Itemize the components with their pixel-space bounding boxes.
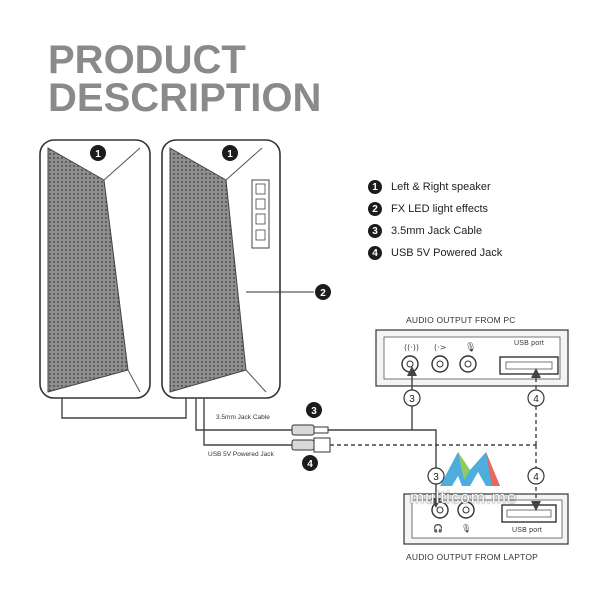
legend: 1 Left & Right speaker 2 FX LED light ef… [368,176,502,264]
svg-text:1: 1 [227,149,233,160]
legend-text: FX LED light effects [391,203,489,215]
legend-item: 2 FX LED light effects [368,198,502,220]
title-line-2: DESCRIPTION [48,76,322,120]
watermark-logo-mark [440,452,500,486]
svg-text:(·>: (·> [434,343,446,352]
callout-speaker-right: 1 [222,145,238,161]
svg-text:3: 3 [409,394,415,405]
usb-plug [291,437,331,453]
callout-led: 2 [315,284,331,300]
laptop-usb-label: USB port [512,527,542,534]
jack-cable-label: 3.5mm Jack Cable [216,414,270,421]
jack-plug [291,424,342,436]
svg-text:4: 4 [533,472,539,483]
pc-label: AUDIO OUTPUT FROM PC [406,315,516,325]
legend-item: 3 3.5mm Jack Cable [368,220,502,242]
legend-text: 3.5mm Jack Cable [391,225,483,237]
svg-text:🎙: 🎙 [461,524,471,533]
legend-item: 1 Left & Right speaker [368,176,502,198]
svg-text:4: 4 [533,394,539,405]
callout-pc-usb: 4 [527,389,545,407]
usb-cable-label: USB 5V Powered Jack [208,451,274,458]
callout-speaker-left: 1 [90,145,106,161]
legend-text: Left & Right speaker [391,181,491,193]
svg-text:((·)): ((·)) [404,343,419,352]
callout-usb: 4 [302,455,318,471]
svg-text:2: 2 [320,288,326,299]
svg-text:3: 3 [433,472,439,483]
svg-text:4: 4 [307,459,313,470]
legend-number: 1 [368,180,382,194]
watermark-text: multicom.me [410,488,518,507]
callout-laptop-jack: 3 [427,467,445,485]
pc-usb-label: USB port [514,340,544,347]
legend-number: 4 [368,246,382,260]
right-speaker [161,139,281,399]
laptop-label: AUDIO OUTPUT FROM LAPTOP [406,552,539,562]
legend-text: USB 5V Powered Jack [391,247,503,259]
svg-text:3: 3 [311,406,317,417]
callout-jack: 3 [306,402,322,418]
legend-number: 2 [368,202,382,216]
callout-pc-jack: 3 [403,389,421,407]
callout-laptop-usb: 4 [527,467,545,485]
svg-text:1: 1 [95,149,101,160]
svg-text:🎙: 🎙 [465,342,476,353]
svg-text:🎧: 🎧 [433,523,443,533]
legend-number: 3 [368,224,382,238]
left-speaker [39,139,151,399]
legend-item: 4 USB 5V Powered Jack [368,242,502,264]
title-line-1: PRODUCT [48,38,246,82]
